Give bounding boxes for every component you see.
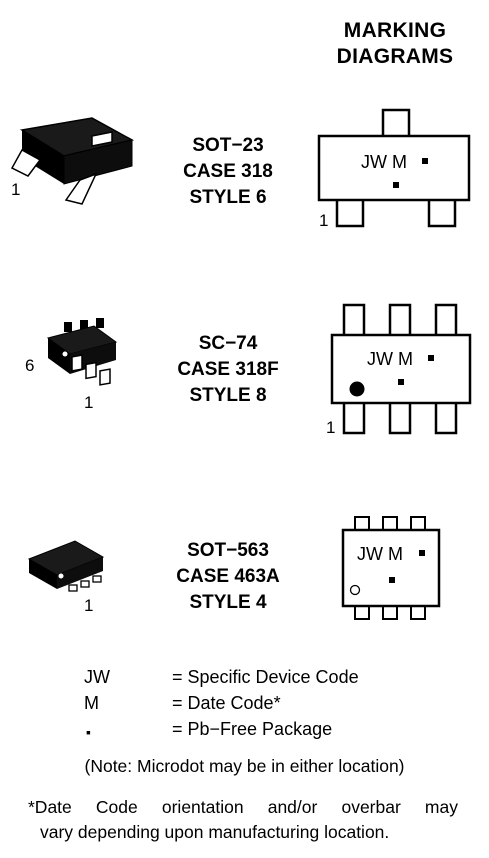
sc74-package-label: SC−74 CASE 318F STYLE 8 <box>148 331 308 409</box>
sot563-name: SOT−563 <box>187 540 269 561</box>
sot23-package-label: SOT−23 CASE 318 STYLE 6 <box>148 133 308 211</box>
header-line-1: MARKING <box>343 19 447 42</box>
sot563-case: CASE 463A <box>176 566 280 587</box>
sc74-date-dot <box>398 379 404 385</box>
footnote-line-1: *Date Code orientation and/or overbar ma… <box>28 797 458 817</box>
sot563-pbfree-dot <box>419 550 425 556</box>
sot563-pin-label: 1 <box>84 596 94 615</box>
header-line-2: DIAGRAMS <box>336 45 454 68</box>
date-code-footnote: *Date Code orientation and/or overbar ma… <box>28 795 458 845</box>
legend-value: = Pb−Free Package <box>172 719 333 739</box>
legend-key: JW <box>84 667 110 687</box>
sot23-marking-code: JW M <box>361 152 407 172</box>
microdot-note: (Note: Microdot may be in either locatio… <box>84 756 405 776</box>
legend-value: = Specific Device Code <box>172 667 359 687</box>
sot23-marking-diagram: JW M 1 <box>317 108 471 230</box>
sc74-marking-diagram: JW M 1 <box>326 303 472 437</box>
footnote-line-2: vary depending upon manufacturing locati… <box>40 822 390 842</box>
sc74-pin1-indicator <box>349 381 365 397</box>
sot23-pbfree-dot <box>422 158 428 164</box>
legend-key: M <box>84 693 99 713</box>
sc74-marking-pin-label: 1 <box>326 418 335 437</box>
sot563-package-image <box>27 540 105 592</box>
sc74-package-image <box>46 318 118 386</box>
sot23-package-image <box>10 117 135 205</box>
sot563-style: STYLE 4 <box>189 592 267 613</box>
sot23-case: CASE 318 <box>183 161 273 182</box>
marking-diagrams-header: MARKING DIAGRAMS <box>300 18 489 70</box>
sot563-package-label: SOT−563 CASE 463A STYLE 4 <box>148 538 308 616</box>
sc74-pin6-label: 6 <box>25 356 35 375</box>
sot23-marking-pin-label: 1 <box>319 211 328 230</box>
sot23-pin-label: 1 <box>11 180 21 199</box>
sc74-marking-code: JW M <box>367 349 413 369</box>
sot23-name: SOT−23 <box>192 135 264 156</box>
sc74-pbfree-dot <box>428 355 434 361</box>
sc74-style: STYLE 8 <box>189 385 267 406</box>
sc74-name: SC−74 <box>198 333 258 354</box>
legend-key: ▪ <box>86 724 91 740</box>
legend-value: = Date Code* <box>172 693 281 713</box>
sot563-pin1-indicator <box>349 584 361 596</box>
sot563-marking-code: JW M <box>357 544 403 564</box>
sot563-marking-diagram: JW M <box>341 516 441 620</box>
sc74-pin1-label: 1 <box>84 393 94 412</box>
sot23-style: STYLE 6 <box>189 187 267 208</box>
sot23-date-dot <box>393 182 399 188</box>
sc74-case: CASE 318F <box>177 359 279 380</box>
sot563-date-dot <box>389 577 395 583</box>
